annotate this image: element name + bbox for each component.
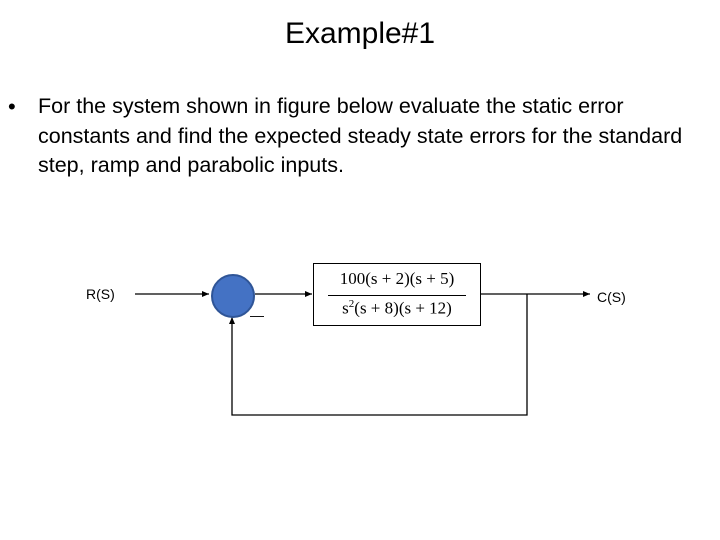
tf-num-factor1: (s + 2) (365, 269, 410, 288)
summing-junction (211, 274, 255, 318)
tf-numerator: 100(s + 2)(s + 5) (314, 269, 480, 289)
tf-den-var: s (342, 298, 349, 318)
tf-den-exp: 2 (348, 298, 355, 310)
tf-fraction-bar (328, 295, 466, 296)
slide-title: Example#1 (284, 17, 436, 50)
transfer-function-block: 100(s + 2)(s + 5) s2(s + 8)(s + 12) (313, 263, 481, 326)
input-label: R(S) (86, 286, 115, 302)
feedback-path (229, 294, 528, 416)
tf-num-factor2: (s + 5) (409, 269, 455, 288)
tf-num-coeff: 100 (339, 269, 366, 288)
feedback-minus-sign: — (250, 307, 264, 323)
output-label: C(S) (597, 289, 626, 305)
tf-den-factor1: (s + 8) (354, 298, 399, 318)
bullet-icon: • (8, 94, 16, 119)
problem-statement: For the system shown in figure below eva… (38, 94, 683, 177)
tf-denominator: s2(s + 8)(s + 12) (314, 298, 480, 319)
tf-den-factor2: (s + 12) (398, 298, 452, 318)
